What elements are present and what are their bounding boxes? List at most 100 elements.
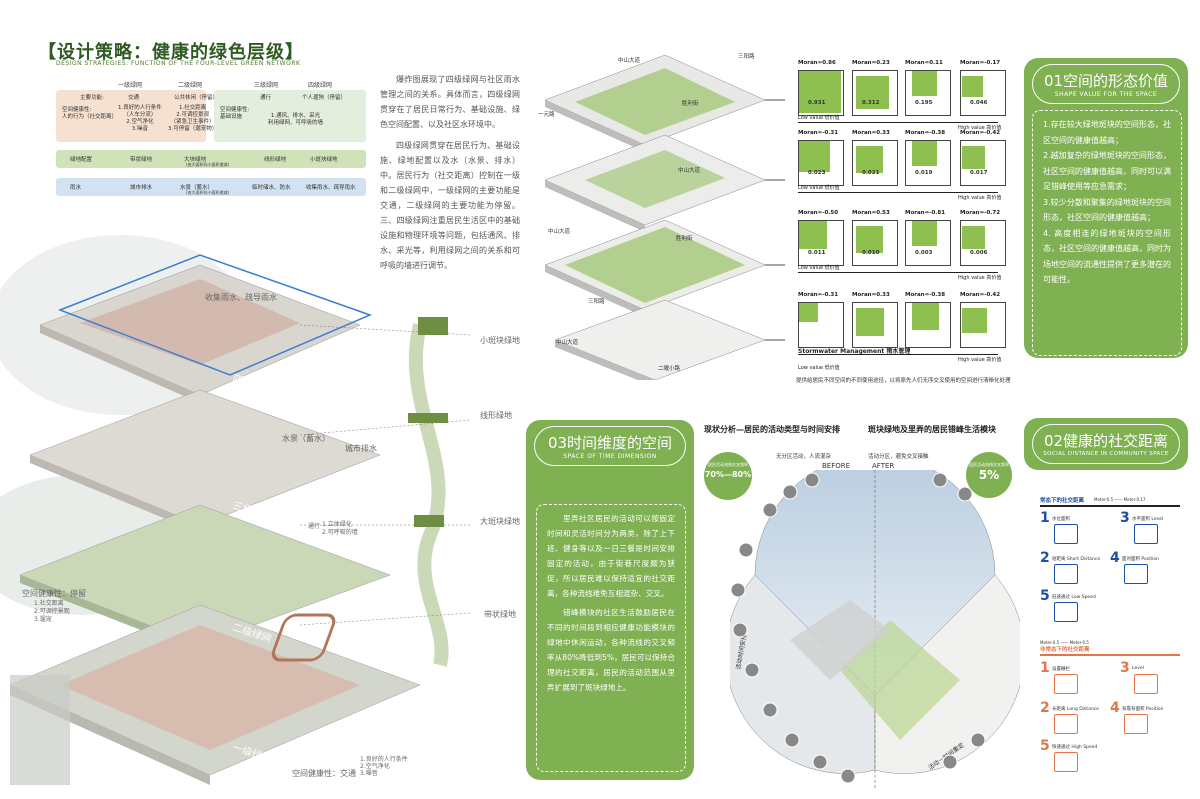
- morphology-caption: 提供给居民不同空间的不同使用途径，以将原先人们无序交叉使用的空间进行清晰化处理: [796, 378, 1011, 384]
- emergency-num-1: 1: [1040, 660, 1050, 676]
- level-4-label: 四级绿网: [231, 371, 273, 396]
- level-3-head: 三级绿网: [254, 82, 279, 89]
- morph-value-r2-c4: 0.017: [970, 170, 988, 176]
- normal-text-4: 面对面积 Position: [1122, 557, 1159, 562]
- morph-green-r1-c2: [856, 76, 889, 109]
- clock-after: AFTER: [872, 462, 895, 470]
- health-label: 空间健康性: 人的行为（社交距离）: [62, 107, 118, 120]
- emergency-figure-4: [1124, 714, 1148, 734]
- main-function-4: 个人遛狗（停留）: [302, 95, 347, 101]
- level-2-head: 二级绿网: [178, 82, 203, 89]
- normal-num-2: 2: [1040, 550, 1050, 566]
- normal-num-4: 4: [1110, 550, 1120, 566]
- morph-low-r4-extra: Low value 低价值: [798, 365, 840, 371]
- emergency-text-4: 背靠背面积 Position: [1122, 707, 1164, 712]
- moran-r4-c3: Moran=-0.38: [905, 292, 946, 298]
- label-stay-items: 1.社交距离 2.可调控景观 3.遛宠: [34, 600, 70, 623]
- moran-r4-c4: Moran=-0.42: [960, 292, 1001, 298]
- box01-item-1: 1.存在较大绿地斑块的空间形态，社区空间的健康值越高；: [1043, 120, 1171, 145]
- moran-r2-c3: Moran=-0.38: [905, 130, 946, 136]
- morph-green-r3-c1: [799, 221, 827, 249]
- emergency-num-4: 4: [1110, 700, 1120, 716]
- moran-r3-c4: Moran=-0.72: [960, 210, 1001, 216]
- morph-green-r1-c1: [799, 71, 841, 113]
- page-title: 【设计策略：健康的绿色层级】: [38, 42, 304, 63]
- morph-value-r1-c4: 0.046: [970, 100, 988, 106]
- normal-text-2: 短距离 Short Distance: [1052, 557, 1101, 562]
- morph-axis-r1: [798, 122, 998, 123]
- rain-band-note: (由大面积向小面积递减): [186, 190, 230, 195]
- box03-subtitle: SPACE OF TIME DIMENSION: [563, 453, 657, 460]
- rain-band-item-4: 收集雨水、疏导雨水: [306, 185, 356, 191]
- clock-before: BEFORE: [822, 462, 851, 470]
- morph-value-r1-c2: 0.312: [862, 100, 880, 106]
- morph-value-r3-c2: 0.010: [862, 250, 880, 256]
- green-band-item-2: 大块绿地: [184, 157, 207, 163]
- normal-divider: [1040, 505, 1180, 507]
- infra-label: 空间健康性: 基础设施: [220, 107, 250, 120]
- normal-text-1: 水位面积: [1052, 517, 1070, 522]
- after-pct: 5%: [978, 468, 1000, 482]
- morph-low-r3: Low value 低价值: [798, 265, 840, 271]
- level-4-head: 四级绿网: [308, 82, 333, 89]
- morph-low-r4: Stormwater Management 雨水管理: [798, 348, 911, 355]
- rain-band-item-1: 城市排水: [130, 185, 153, 191]
- morph-value-r3-c3: 0.003: [915, 250, 933, 256]
- moran-r3-c2: Moran=0.53: [852, 210, 890, 216]
- moran-r1-c3: Moran=0.11: [905, 60, 943, 66]
- road-zhongshan-4: 中山大道: [556, 340, 579, 346]
- emergency-figure-5: [1054, 752, 1078, 772]
- label-pass-items: 1.立体绿化 2.可呼吸的墙: [322, 521, 358, 536]
- road-yiyuan: 一元路: [538, 112, 555, 118]
- morph-green-r3-c2: [856, 226, 883, 253]
- morph-low-r2: Low value 低价值: [798, 185, 840, 191]
- morph-green-r4-c1: [799, 303, 818, 322]
- road-shengli-2: 胜利街: [676, 236, 693, 242]
- morph-green-r4-c2: [856, 308, 884, 336]
- clock-title-right: 斑块绿地及里弄的居民错峰生活模块: [868, 425, 996, 434]
- normal-figure-2: [1054, 564, 1078, 584]
- normal-num-5: 5: [1040, 588, 1050, 604]
- box02-title-frame: 02健康的社交距离 SOCIAL DISTANCE IN COMMUNITY S…: [1032, 424, 1180, 464]
- box01-item-2: 2.越加复杂的绿地斑块的空间形态，社区空间的健康值越高，同时可以满足错峰使用等应…: [1043, 151, 1171, 191]
- emergency-distance-label: 非常态下的社交距离: [1040, 647, 1090, 653]
- morph-value-r3-c4: 0.006: [970, 250, 988, 256]
- emergency-scale: Meter-0.5 —— Meter-0.5: [1040, 640, 1089, 645]
- emergency-figure-1: [1054, 674, 1078, 694]
- road-shengli-1: 胜利街: [682, 101, 699, 107]
- normal-scale: Meter-0.5 —— Meter-0.17: [1094, 497, 1146, 502]
- moran-r1-c2: Moran=0.23: [852, 60, 890, 66]
- morphology-iso-models: [544, 54, 785, 380]
- label-linear: 线形绿地: [480, 411, 512, 420]
- box01-body: 1.存在较大绿地斑块的空间形态，社区空间的健康值越高； 2.越加复杂的绿地斑块的…: [1032, 110, 1182, 356]
- box03-body: 里弄社区居民的活动可以按固定时间和灵活时间分为两类，除了上下班、健身等以及一日三…: [536, 504, 686, 772]
- label-rain-collect: 收集雨水、疏导雨水: [205, 293, 277, 302]
- level12-block: [56, 90, 206, 142]
- description-p1: 爆炸图展现了四级绿网与社区雨水管理之间的关系。具体而言，四级绿网贯穿在了居民日常…: [380, 75, 520, 129]
- box02-title: 02健康的社交距离: [1043, 432, 1169, 450]
- label-city-drain: 城市排水: [345, 444, 377, 453]
- box03-time-dimension: 03时间维度的空间 SPACE OF TIME DIMENSION 里弄社区居民…: [526, 420, 694, 780]
- morph-axis-r3: [798, 272, 998, 273]
- clock-note-right: 活动分区，避免交叉接触: [868, 454, 929, 460]
- moran-r4-c2: Moran=0.33: [852, 292, 890, 298]
- box01-subtitle: SHAPE VALUE FOR THE SPACE: [1054, 91, 1158, 98]
- normal-figure-3: [1134, 524, 1158, 544]
- health-items-1: 1.良好的人行条件 （人车分流） 2.空气净化 3.噪音: [118, 105, 162, 132]
- morph-green-r1-c4: [962, 76, 983, 97]
- emergency-figure-3: [1134, 674, 1158, 694]
- exploded-diagram: 四级绿网 三级绿网 二级绿网 一级绿网: [0, 235, 471, 785]
- description-text: 爆炸图展现了四级绿网与社区雨水管理之间的关系。具体而言，四级绿网贯穿在了居民日常…: [380, 72, 520, 279]
- box01-title-frame: 01空间的形态价值 SHAPE VALUE FOR THE SPACE: [1032, 64, 1180, 104]
- morph-high-r2: High value 高价值: [958, 195, 1002, 201]
- box01-title: 01空间的形态价值: [1043, 72, 1169, 90]
- green-band-note: (由大面积向小面积递减): [186, 162, 230, 167]
- normal-distance-label: 常态下的社交距离: [1040, 498, 1085, 504]
- infra-items: 1.通风、排水、采光 利用绿网、可呼吸的墙: [268, 113, 324, 126]
- main-function-label: 主要功能:: [80, 95, 104, 101]
- morph-green-r1-c3: [912, 71, 937, 96]
- emergency-num-3: 3: [1120, 660, 1130, 676]
- label-small-patch: 小斑块绿地: [480, 336, 520, 345]
- main-function-2: 公共休闲（停留）: [174, 95, 219, 101]
- box02-title-box: 02健康的社交距离 SOCIAL DISTANCE IN COMMUNITY S…: [1024, 418, 1188, 470]
